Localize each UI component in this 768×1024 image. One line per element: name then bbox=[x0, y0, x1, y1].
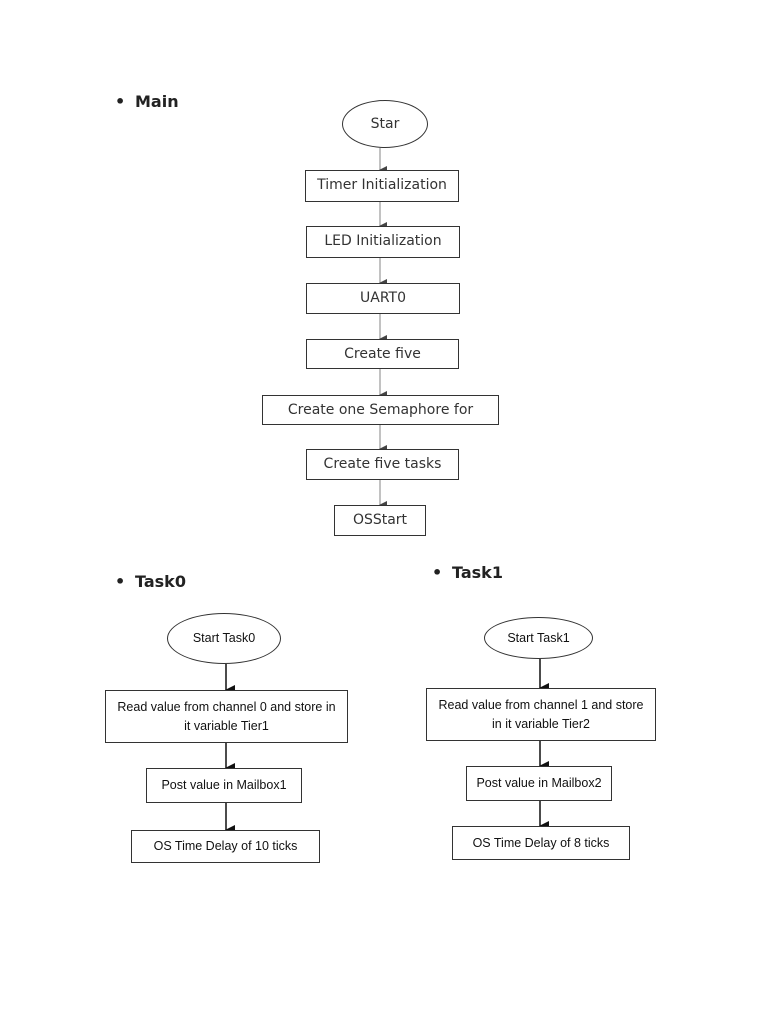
osstart-node: OSStart bbox=[334, 505, 426, 536]
post-mailbox2-node: Post value in Mailbox2 bbox=[466, 766, 612, 801]
heading-label: Task1 bbox=[452, 563, 503, 582]
time-delay-8-node: OS Time Delay of 8 ticks bbox=[452, 826, 630, 860]
read-channel1-node: Read value from channel 1 and store in i… bbox=[426, 688, 656, 741]
start-task1-node: Start Task1 bbox=[484, 617, 593, 659]
timer-init-node: Timer Initialization bbox=[305, 170, 459, 202]
create-semaphore-node: Create one Semaphore for bbox=[262, 395, 499, 425]
bullet: • bbox=[432, 563, 443, 582]
start-node: Star bbox=[342, 100, 428, 148]
bullet: • bbox=[115, 572, 126, 591]
time-delay-10-node: OS Time Delay of 10 ticks bbox=[131, 830, 320, 863]
uart0-node: UART0 bbox=[306, 283, 460, 314]
start-task0-node: Start Task0 bbox=[167, 613, 281, 664]
led-init-node: LED Initialization bbox=[306, 226, 460, 258]
bullet: • bbox=[115, 92, 126, 111]
read-channel0-node: Read value from channel 0 and store in i… bbox=[105, 690, 348, 743]
heading-label: Main bbox=[135, 92, 179, 111]
create-tasks-node: Create five tasks bbox=[306, 449, 459, 480]
post-mailbox1-node: Post value in Mailbox1 bbox=[146, 768, 302, 803]
create-mailboxes-node: Create five bbox=[306, 339, 459, 369]
heading-label: Task0 bbox=[135, 572, 186, 591]
